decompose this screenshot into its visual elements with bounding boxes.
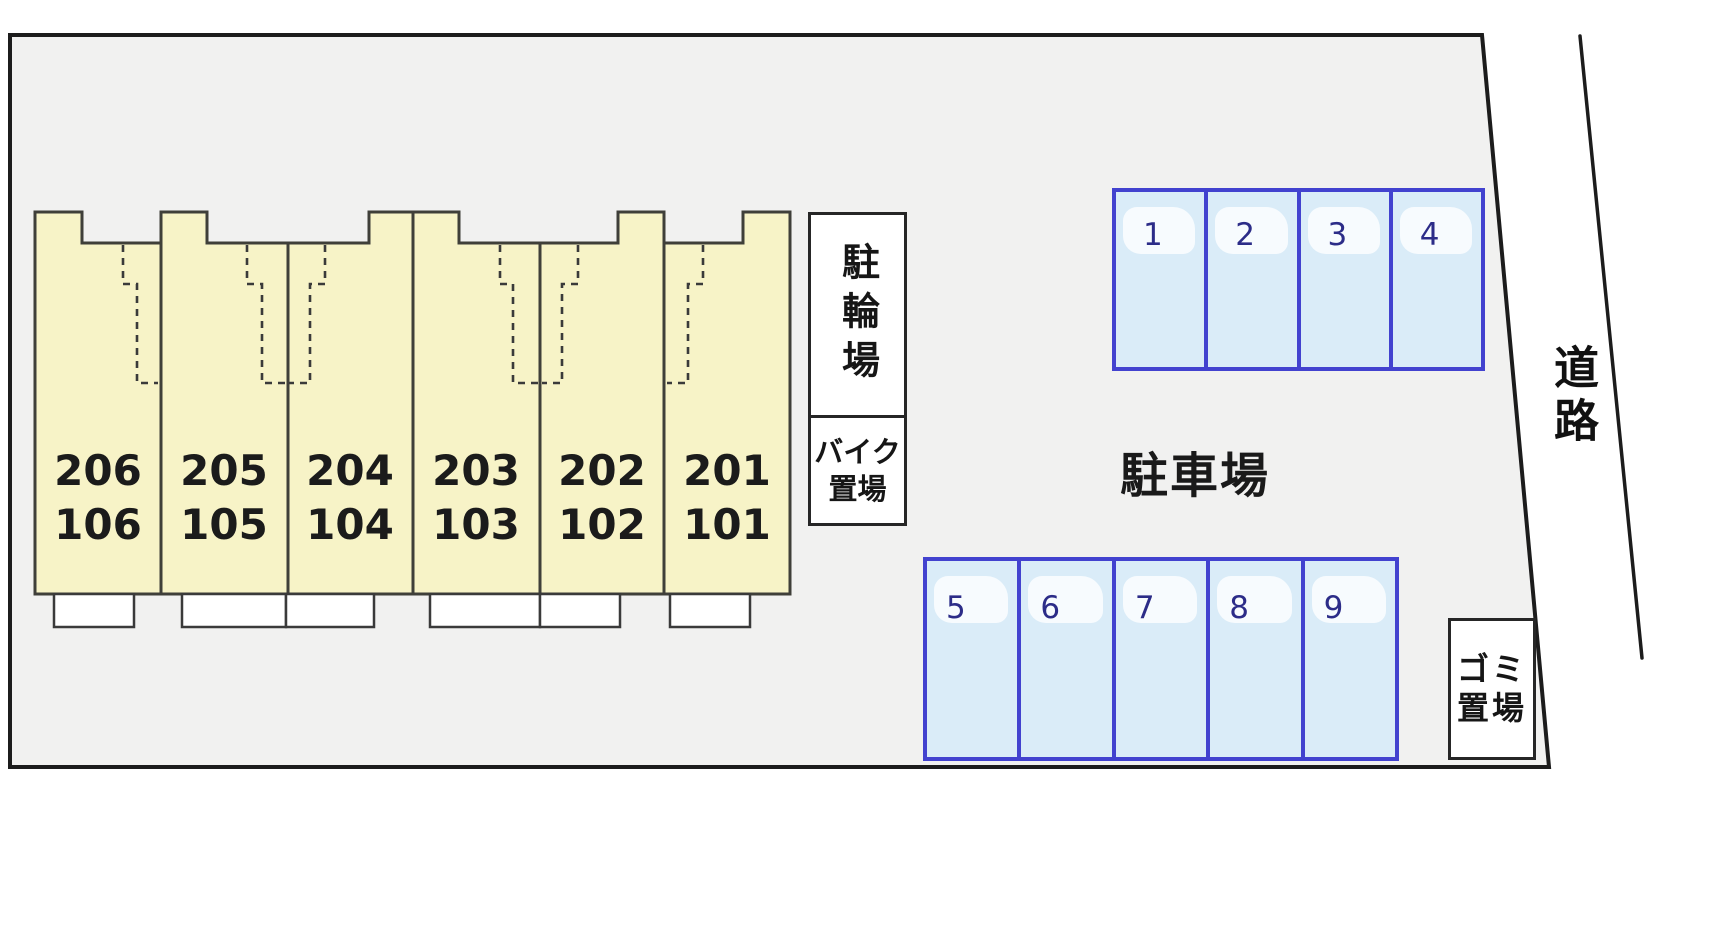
entry-path-dashed bbox=[121, 245, 158, 385]
porch bbox=[284, 592, 376, 629]
garbage-label-line2: 置場 bbox=[1456, 689, 1527, 727]
number-highlight-blob bbox=[1215, 207, 1288, 254]
parking-stall-8: 8 bbox=[1206, 561, 1300, 757]
porch bbox=[180, 592, 288, 629]
number-highlight-blob bbox=[1399, 207, 1472, 254]
bike-storage-label-line1: バイク bbox=[814, 434, 901, 469]
entry-path-dashed bbox=[498, 245, 538, 385]
porch bbox=[428, 592, 542, 629]
unit-lower: 102 bbox=[558, 500, 646, 549]
parking-stall-1: 1 bbox=[1116, 192, 1204, 367]
stall-number: 5 bbox=[946, 590, 966, 626]
stall-number: 7 bbox=[1134, 590, 1155, 626]
stall-number: 6 bbox=[1040, 590, 1061, 626]
number-highlight-blob bbox=[1311, 576, 1387, 623]
unit-upper: 203 bbox=[432, 446, 520, 495]
parking-stall-3: 3 bbox=[1296, 192, 1389, 367]
entry-path-dashed bbox=[245, 245, 287, 385]
unit-lower: 101 bbox=[683, 500, 771, 549]
road-label: 道路 bbox=[1546, 344, 1599, 450]
bike-storage-box: バイク 置場 bbox=[808, 415, 907, 526]
number-highlight-blob bbox=[934, 576, 1009, 623]
unit-upper: 201 bbox=[683, 446, 771, 495]
bike-storage-label-line2: 置場 bbox=[828, 471, 887, 506]
parking-stall-6: 6 bbox=[1017, 561, 1111, 757]
stall-number: 4 bbox=[1419, 217, 1440, 253]
number-highlight-blob bbox=[1217, 576, 1292, 623]
porch bbox=[538, 592, 622, 629]
parking-stall-4: 4 bbox=[1388, 192, 1481, 367]
entry-path-dashed bbox=[542, 245, 580, 385]
bicycle-parking-label: 駐輪場 bbox=[835, 241, 880, 389]
number-highlight-blob bbox=[1123, 207, 1196, 254]
entry-path-dashed bbox=[289, 245, 327, 385]
number-highlight-blob bbox=[1122, 576, 1198, 623]
parking-row-top: 1 2 3 4 bbox=[1112, 188, 1485, 371]
porch bbox=[52, 592, 136, 629]
parking-row-bottom: 5 6 7 8 9 bbox=[923, 557, 1399, 761]
stall-number: 8 bbox=[1229, 590, 1249, 626]
stall-number: 3 bbox=[1327, 217, 1348, 253]
number-highlight-blob bbox=[1028, 576, 1103, 623]
stall-number: 2 bbox=[1235, 217, 1255, 253]
porch bbox=[668, 592, 752, 629]
unit-lower: 105 bbox=[180, 500, 268, 549]
unit-upper: 206 bbox=[54, 446, 142, 495]
road-edge-line bbox=[1578, 34, 1644, 660]
garbage-area-box: ゴミ 置場 bbox=[1448, 618, 1536, 760]
unit-lower: 103 bbox=[432, 500, 520, 549]
unit-upper: 204 bbox=[306, 446, 394, 495]
unit-upper: 202 bbox=[558, 446, 646, 495]
unit-lower: 104 bbox=[306, 500, 394, 549]
unit-lower: 106 bbox=[54, 500, 142, 549]
unit-upper: 205 bbox=[180, 446, 268, 495]
bicycle-parking-box: 駐輪場 bbox=[808, 212, 907, 418]
stall-number: 9 bbox=[1323, 590, 1344, 626]
parking-stall-5: 5 bbox=[927, 561, 1017, 757]
parking-stall-2: 2 bbox=[1204, 192, 1296, 367]
entry-path-dashed bbox=[667, 245, 705, 385]
parking-stall-7: 7 bbox=[1111, 561, 1206, 757]
number-highlight-blob bbox=[1307, 207, 1380, 254]
parking-lot-label: 駐車場 bbox=[1120, 448, 1271, 504]
garbage-label-line1: ゴミ bbox=[1456, 650, 1527, 688]
stall-number: 1 bbox=[1143, 217, 1163, 253]
parking-stall-9: 9 bbox=[1300, 561, 1395, 757]
